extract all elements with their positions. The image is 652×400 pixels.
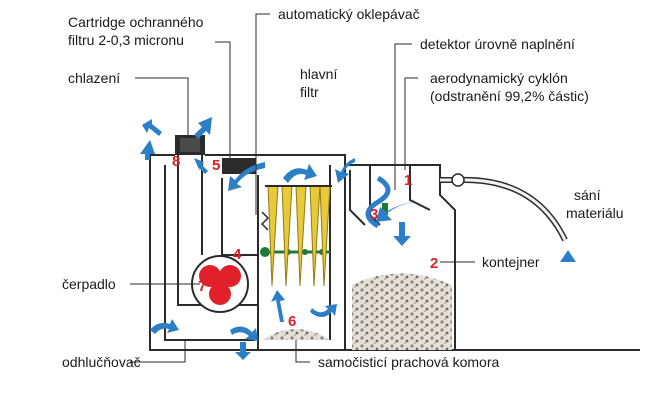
- arrow-icon: [194, 117, 212, 139]
- label-container: kontejner: [482, 254, 540, 270]
- label-suction-2: materiálu: [566, 205, 624, 221]
- arrow-icon: [230, 326, 258, 341]
- label-main-filter-2: filtr: [300, 84, 319, 100]
- leader-lines: [130, 13, 475, 363]
- number-2: 2: [430, 255, 438, 272]
- label-cyclone-1: aerodynamický cyklón: [430, 70, 568, 86]
- cartridge-filter: [221, 158, 258, 256]
- label-suction-1: sání: [574, 187, 601, 203]
- label-dust-chamber: samočisticí prachová komora: [318, 354, 500, 370]
- arrow-icon: [393, 222, 411, 246]
- arrow-icon: [335, 158, 355, 183]
- label-cooling: chlazení: [68, 70, 120, 86]
- label-auto-shaker: automatický oklepávač: [278, 6, 420, 22]
- label-cyclone-2: (odstranění 99,2% částic): [430, 88, 589, 104]
- labels: Cartridge ochranného filtru 2-0,3 micron…: [62, 6, 624, 370]
- main-filter-bags: [265, 185, 332, 287]
- label-cartridge-2: filtru 2-0,3 micronu: [68, 32, 184, 48]
- number-4: 4: [233, 246, 242, 263]
- pump: [177, 255, 259, 313]
- arrow-icon: [376, 202, 434, 222]
- label-cartridge-1: Cartridge ochranného: [68, 14, 204, 30]
- arrow-icon: [140, 140, 155, 160]
- label-level-detector: detektor úrovně naplnění: [420, 36, 575, 52]
- label-main-filter-1: hlavní: [300, 66, 337, 82]
- arrow-icon: [194, 158, 208, 174]
- dust-chamber: [262, 329, 330, 340]
- number-7: 7: [198, 278, 206, 295]
- number-8: 8: [172, 153, 180, 170]
- cyclone-container: [345, 164, 456, 350]
- arrow-icon: [235, 342, 251, 360]
- label-separator: odhlučňovač: [62, 354, 141, 370]
- number-6: 6: [288, 313, 296, 330]
- flow-arrows: [140, 117, 576, 360]
- arrow-icon: [142, 119, 162, 136]
- arrow-icon: [271, 290, 285, 322]
- suction-hose: [440, 173, 568, 242]
- arrow-icon: [150, 319, 179, 334]
- number-5: 5: [212, 157, 220, 174]
- number-3: 3: [370, 206, 378, 223]
- arrow-icon: [283, 164, 317, 183]
- arrow-icon: [310, 304, 337, 317]
- label-pump: čerpadlo: [62, 276, 116, 292]
- number-1: 1: [404, 172, 412, 189]
- arrow-icon: [560, 250, 576, 262]
- part-numbers: 1 2 3 4 5 6 7 8: [172, 153, 438, 330]
